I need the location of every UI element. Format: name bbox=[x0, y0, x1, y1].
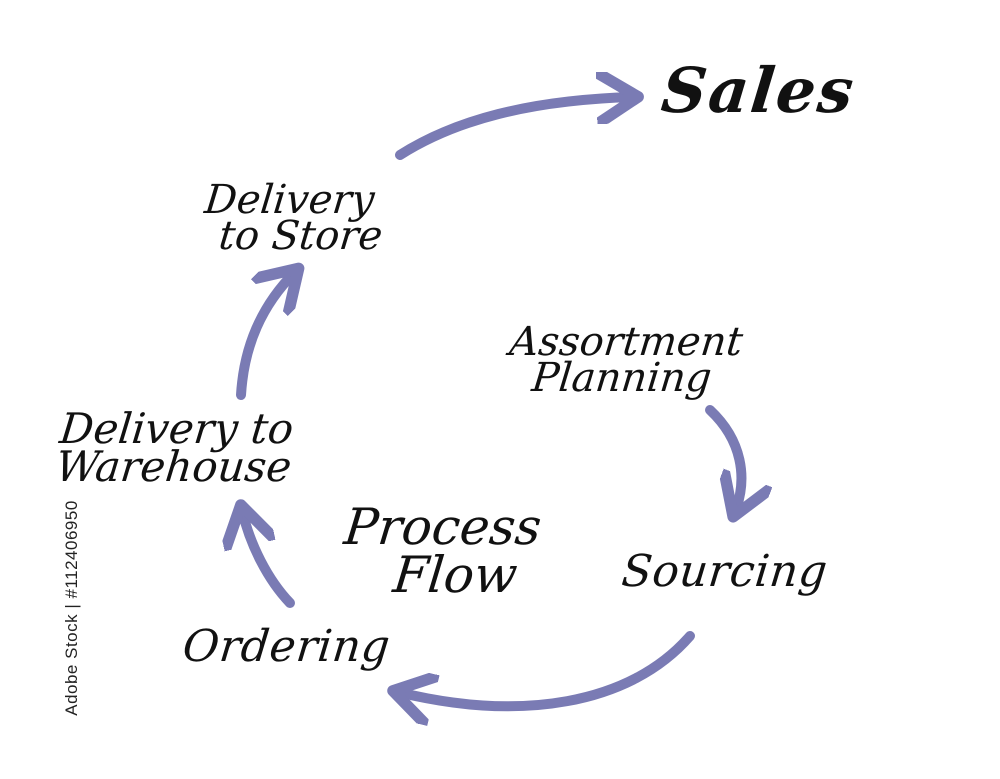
node-assortment-planning: Assortment Planning bbox=[504, 319, 744, 401]
node-sales: Sales bbox=[658, 54, 859, 127]
arrow-assortment-planning-to-sourcing bbox=[705, 405, 741, 512]
arrow-delivery-to-warehouse-to-delivery-to-store bbox=[236, 272, 295, 400]
node-delivery-to-store-line-2: to Store bbox=[216, 213, 385, 259]
node-assortment-planning-line-2: Planning bbox=[529, 355, 714, 401]
node-delivery-to-warehouse: Delivery to Warehouse bbox=[53, 404, 298, 491]
stock-watermark: Adobe Stock | #112406950 bbox=[61, 500, 81, 716]
arrow-ordering-to-delivery-to-warehouse bbox=[242, 510, 295, 608]
center-label-line-1: Process bbox=[341, 498, 545, 556]
center-label-line-2: Flow bbox=[390, 546, 521, 604]
node-delivery-to-warehouse-line-2: Warehouse bbox=[53, 442, 294, 491]
center-label-process-flow: Process Flow bbox=[337, 498, 545, 604]
node-delivery-to-store: Delivery to Store bbox=[199, 177, 388, 259]
node-sourcing: Sourcing bbox=[619, 546, 830, 597]
arrow-delivery-to-store-to-sales bbox=[395, 97, 633, 160]
arrow-sourcing-to-ordering bbox=[398, 631, 695, 706]
node-ordering: Ordering bbox=[180, 621, 393, 672]
